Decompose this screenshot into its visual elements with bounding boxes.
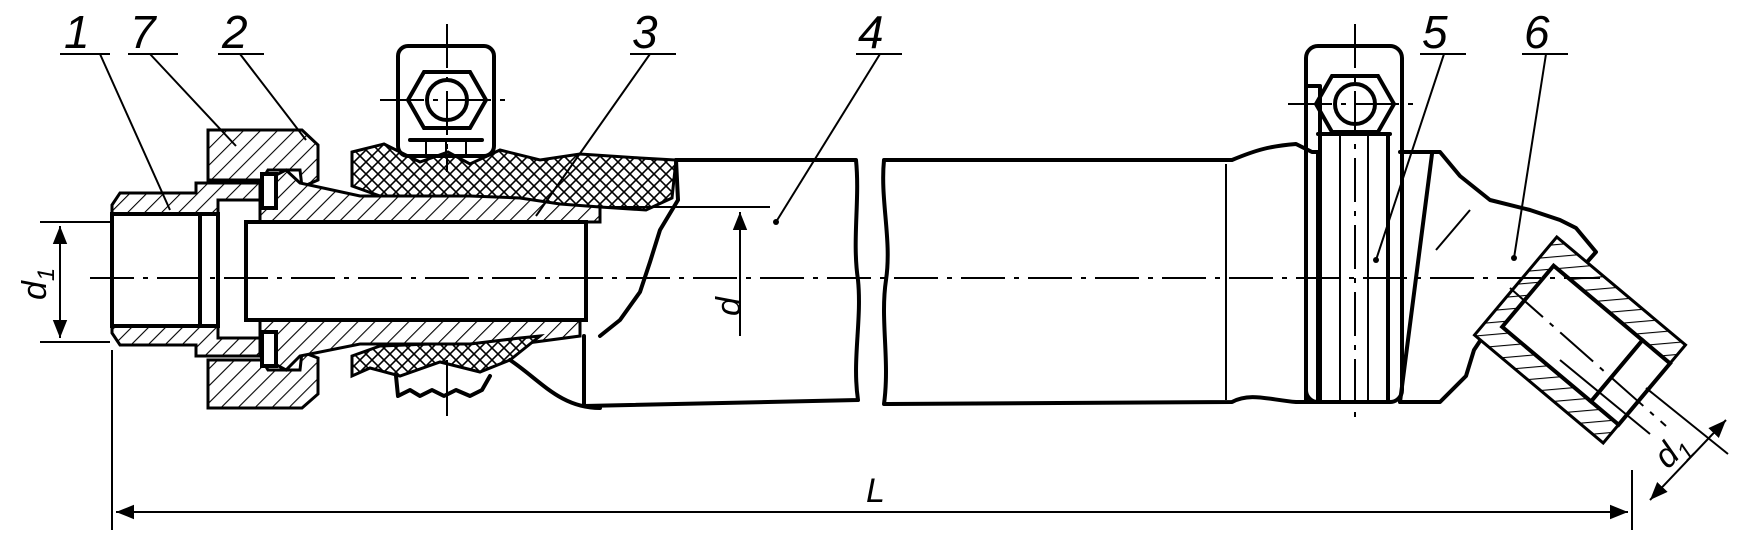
barb-bore	[244, 220, 588, 322]
nipple-groove	[198, 212, 220, 328]
part-label-2: 2	[221, 6, 248, 58]
union-nut-lower	[206, 349, 320, 410]
part-callouts: 1 7 2 3 4 5 6	[60, 6, 1568, 263]
length-label: L	[866, 472, 885, 510]
part-label-7: 7	[130, 6, 157, 58]
svg-text:d1: d1	[16, 268, 60, 300]
clamp-band-lower	[394, 374, 492, 398]
angled-fitting	[1398, 150, 1688, 446]
angled-nut-thread	[1588, 337, 1673, 428]
part-label-4: 4	[858, 6, 884, 58]
dimension-d1-left: d1	[16, 221, 110, 343]
dimension-d: d	[600, 206, 770, 336]
d1-sub-label: 1	[33, 268, 60, 281]
left-fitting	[110, 128, 602, 410]
hose-reinforcement-section	[350, 142, 680, 410]
d1-main-label: d	[16, 280, 54, 300]
nipple-upper	[110, 181, 262, 216]
part-label-1: 1	[64, 6, 90, 58]
seal-ring-lower	[260, 330, 278, 368]
seal-ring-upper	[260, 172, 278, 210]
right-hose-clamp	[1288, 24, 1420, 420]
left-hose-clamp	[380, 24, 514, 416]
hose-wavy-break-upper	[598, 158, 680, 338]
hose-outline-right	[881, 142, 1320, 406]
hose-outline-left	[582, 158, 861, 408]
part-label-5: 5	[1422, 6, 1448, 58]
nipple-lower	[110, 324, 262, 358]
clamp-band	[1304, 84, 1322, 404]
part-label-3: 3	[632, 6, 658, 58]
hose-edge-lower	[508, 358, 602, 410]
part-label-6: 6	[1524, 6, 1550, 58]
svg-text:d1: d1	[1646, 426, 1700, 480]
dimension-length: L	[111, 350, 1633, 530]
d-label: d	[710, 296, 748, 316]
hose-body	[582, 142, 1320, 408]
